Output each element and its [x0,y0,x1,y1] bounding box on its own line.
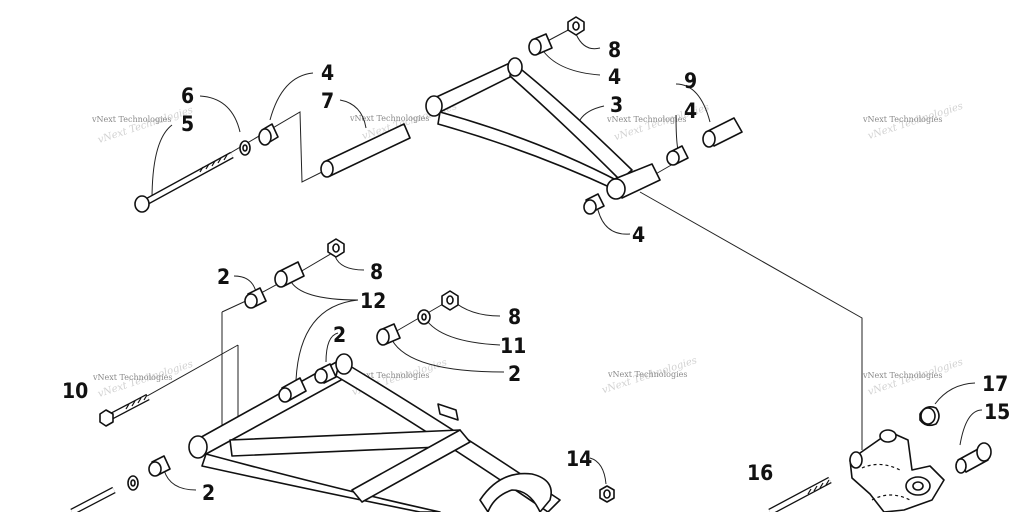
callout-10: 10 [62,379,88,403]
callout-12: 12 [360,289,386,313]
bushing-4-upper-right [528,33,553,56]
svg-text:vNext Technologies: vNext Technologies [97,105,195,146]
callout-6: 6 [181,84,194,108]
callout-7: 7 [321,89,334,113]
bolt-15 [955,442,992,474]
bushing-2-upper [244,287,267,309]
nut-8-lower-right [441,290,459,311]
callout-5: 5 [181,112,194,136]
callout-4-bottom: 4 [632,223,645,247]
callout-9: 9 [684,69,697,93]
callout-2-bottom: 2 [202,481,215,505]
svg-text:vNext Technologies: vNext Technologies [91,115,171,124]
washer-bottom [127,475,139,491]
callout-16: 16 [747,461,773,485]
spindle-bracket [849,429,945,512]
nut-14 [599,485,615,503]
svg-text:vNext Technologies: vNext Technologies [862,115,942,124]
svg-text:vNext Technologies: vNext Technologies [607,370,687,379]
watermark-8: vNext Technologies vNext Technologies [862,357,964,398]
callout-2-upper: 2 [217,265,230,289]
bushing-4-left [258,123,279,146]
bushing-2-bottom [148,455,171,477]
callout-4-left: 4 [321,61,334,85]
nut-17 [919,406,940,427]
svg-text:vNext Technologies: vNext Technologies [862,371,942,380]
bolt-5 [134,151,234,213]
washer-11 [417,309,431,325]
lower-a-arm [188,353,561,512]
callout-4-upper-right: 4 [608,65,621,89]
bushing-2-center [314,363,337,384]
bushing-4-right-mid [666,145,689,166]
callout-2-center: 2 [333,323,346,347]
watermark-5: vNext Technologies vNext Technologies [92,359,194,400]
svg-text:vNext Technologies: vNext Technologies [349,114,429,123]
callout-14: 14 [566,447,592,471]
bushing-2-right [376,323,401,346]
bolt-bottom-left [70,486,116,512]
watermark-7: vNext Technologies vNext Technologies [601,355,699,396]
svg-text:vNext Technologies: vNext Technologies [92,373,172,382]
callout-2-right: 2 [508,362,521,386]
svg-text:vNext Technologies: vNext Technologies [606,115,686,124]
watermark-1: vNext Technologies vNext Technologies [91,105,194,146]
sleeve-7 [320,123,411,178]
nut-8-top [567,16,585,36]
spacer-9 [702,117,743,148]
bolt-10 [99,393,150,427]
callout-3: 3 [610,93,623,117]
callout-8-lower-right: 8 [508,305,521,329]
upper-a-arm-3 [425,57,661,200]
sleeve-12-upper [274,261,305,288]
sleeve-12-lower [278,377,307,403]
watermark-4: vNext Technologies vNext Technologies [862,101,964,142]
nut-8-lower-left [327,238,345,258]
washer-6 [239,140,251,156]
callout-17: 17 [982,372,1008,396]
bushing-4-bottom [583,193,605,215]
svg-text:vNext Technologies: vNext Technologies [349,371,429,380]
callout-15: 15 [984,400,1010,424]
bolt-16 [768,476,832,512]
callout-4-right-mid: 4 [684,99,697,123]
callout-8-top: 8 [608,38,621,62]
callout-8-lower-left: 8 [370,260,383,284]
callout-11: 11 [500,334,526,358]
